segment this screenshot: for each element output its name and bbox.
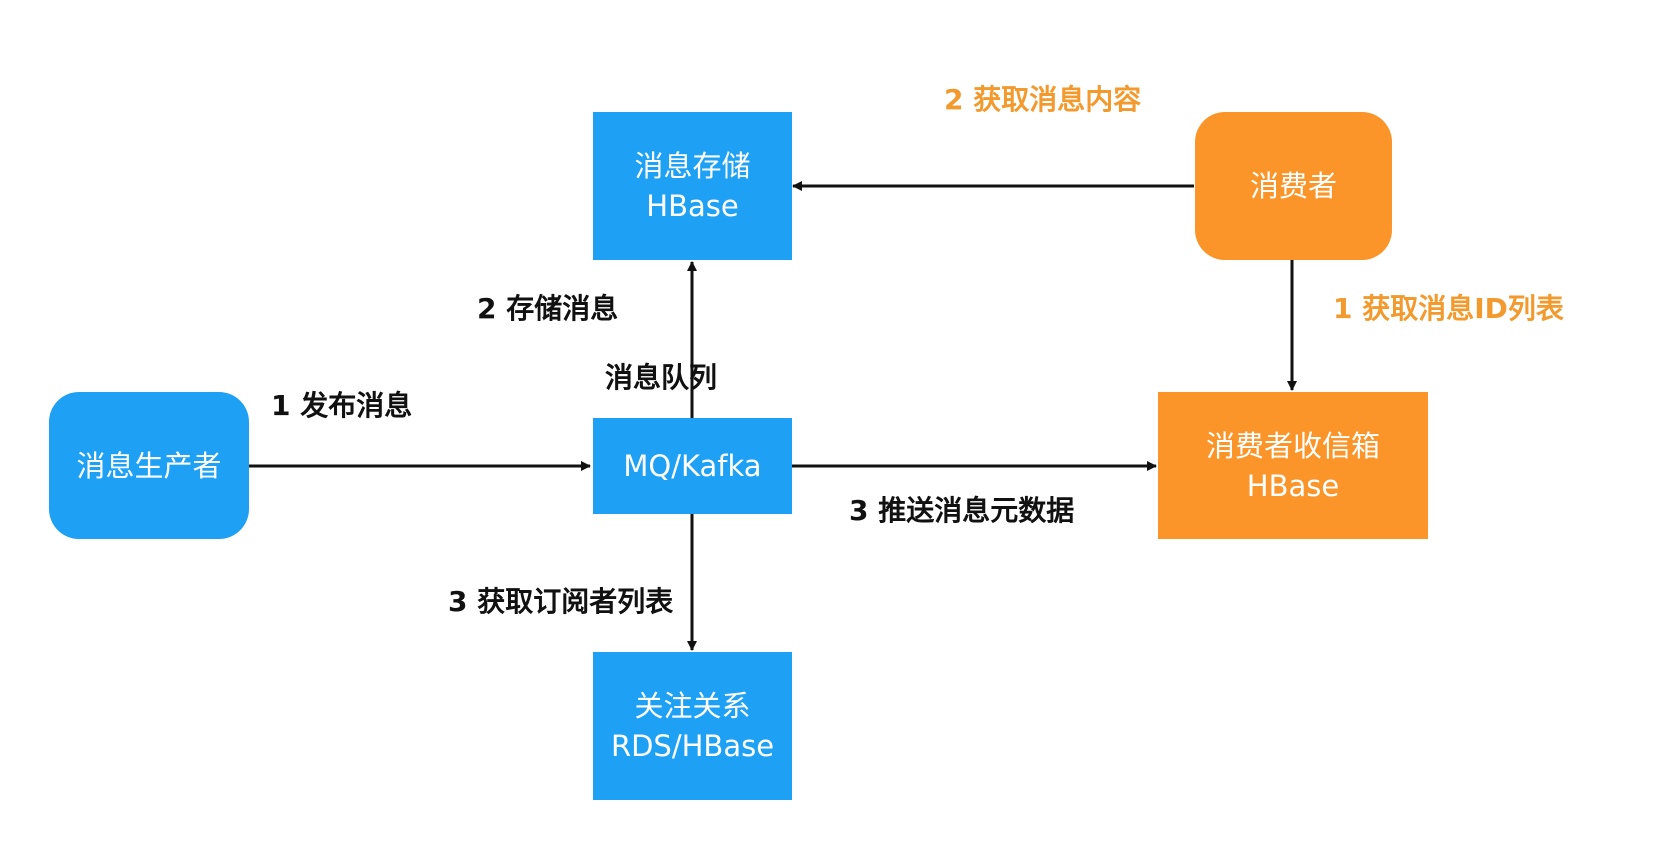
- inbox-title: 消费者收信箱: [1205, 428, 1380, 463]
- storage-title: 消息存储: [634, 149, 751, 183]
- label-store: 2 存储消息: [477, 292, 619, 325]
- storage-subtitle: HBase: [646, 189, 739, 223]
- producer-title: 消息生产者: [76, 448, 222, 483]
- label-push-metadata: 3 推送消息元数据: [849, 494, 1075, 527]
- producer-node: 消息生产者: [49, 392, 249, 539]
- label-queue: 消息队列: [605, 361, 718, 394]
- label-publish: 1 发布消息: [271, 389, 413, 422]
- inbox-subtitle: HBase: [1246, 468, 1340, 503]
- storage-node: 消息存储 HBase: [593, 112, 792, 260]
- inbox-node: 消费者收信箱 HBase: [1158, 392, 1428, 539]
- consumer-title: 消费者: [1249, 169, 1337, 203]
- relation-node: 关注关系 RDS/HBase: [593, 652, 792, 800]
- mq-node: MQ/Kafka: [593, 418, 792, 514]
- relation-title: 关注关系: [634, 689, 751, 723]
- consumer-node: 消费者: [1195, 112, 1392, 260]
- relation-subtitle: RDS/HBase: [610, 729, 775, 763]
- label-get-ids: 1 获取消息ID列表: [1333, 292, 1564, 325]
- mq-title: MQ/Kafka: [623, 449, 762, 483]
- label-get-content: 2 获取消息内容: [944, 83, 1142, 116]
- label-get-subscribers: 3 获取订阅者列表: [448, 585, 674, 618]
